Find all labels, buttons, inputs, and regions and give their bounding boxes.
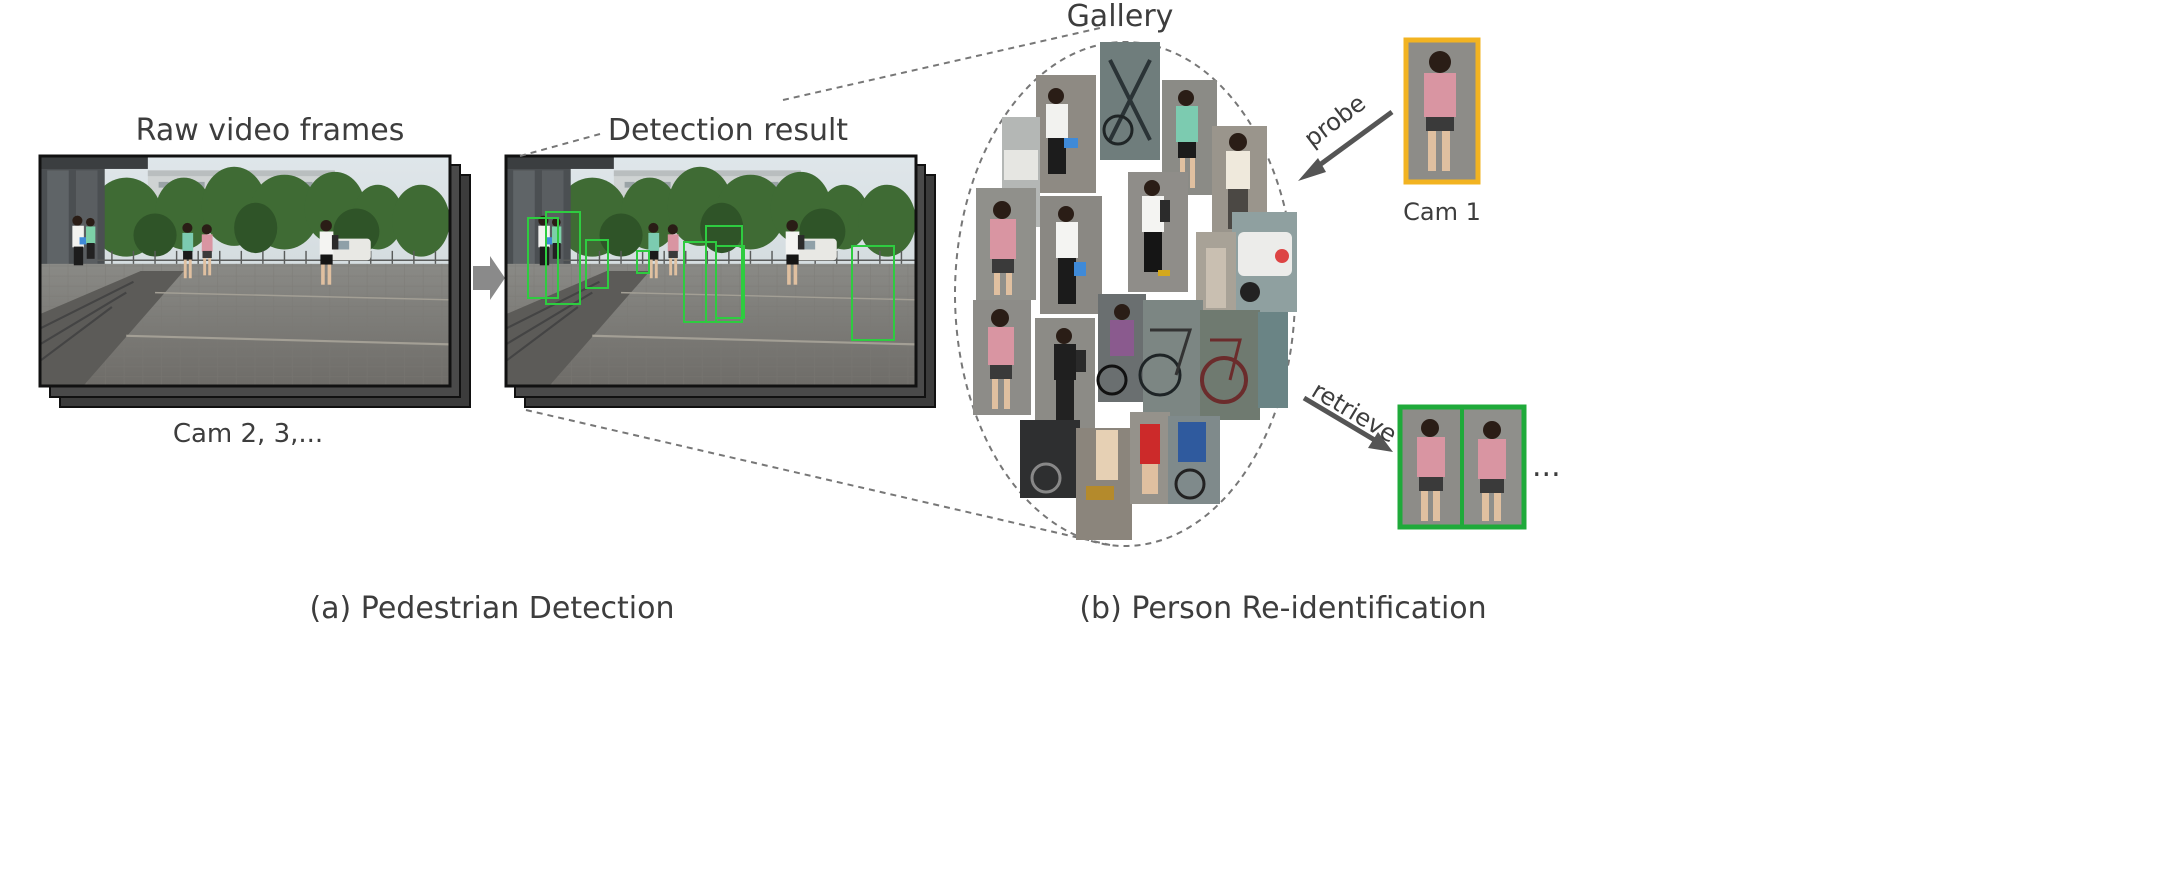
- gallery-thumbnail: [973, 300, 1031, 415]
- retrieved-image: [1400, 407, 1462, 527]
- gallery-thumbnail: [1096, 294, 1146, 402]
- detection-frame-front: [504, 154, 918, 388]
- caption-b: (b) Person Re-identification: [1079, 591, 1486, 626]
- diagonal-arrow-icon: [1302, 395, 1393, 452]
- ellipsis-label: ...: [1532, 449, 1561, 484]
- caption-a: (a) Pedestrian Detection: [309, 591, 674, 626]
- gallery-thumbnails: [973, 42, 1297, 540]
- gallery-thumbnail: [1035, 318, 1095, 436]
- detection-box: [527, 217, 559, 299]
- right-arrow-icon: [473, 256, 505, 300]
- gallery-thumbnail: [1258, 312, 1288, 408]
- detection-result-label: Detection result: [608, 113, 848, 148]
- gallery-thumbnail: [1168, 416, 1220, 504]
- gallery-thumbnail: [1196, 232, 1236, 322]
- zoom-line: [519, 133, 601, 157]
- gallery-label: Gallery: [1067, 0, 1174, 34]
- probe-image: [1403, 37, 1481, 185]
- detection-box: [636, 250, 650, 274]
- gallery-thumbnail: [976, 188, 1036, 300]
- retrieved-results: [1397, 404, 1527, 530]
- zoom-line: [525, 409, 1111, 546]
- raw-frames-label: Raw video frames: [136, 113, 405, 148]
- cams-label: Cam 2, 3,...: [173, 419, 323, 449]
- gallery-thumbnail: [1100, 42, 1160, 160]
- detection-box: [585, 239, 609, 289]
- gallery-thumbnail: [1040, 196, 1102, 314]
- raw-frame-front: [38, 154, 452, 388]
- retrieve-label: retrieve: [1307, 376, 1402, 448]
- detection-box: [705, 225, 743, 323]
- gallery-thumbnail: [1036, 75, 1096, 193]
- gallery-thumbnail: [1138, 300, 1203, 420]
- cam1-label: Cam 1: [1403, 198, 1481, 226]
- zoom-lines: [519, 27, 1111, 546]
- gallery-thumbnail: [1130, 412, 1170, 504]
- detection-box: [851, 245, 895, 341]
- gallery-thumbnail: [1076, 428, 1132, 540]
- diagonal-arrow-icon: [1298, 109, 1394, 181]
- retrieved-image: [1462, 407, 1522, 527]
- detection-boxes: [527, 211, 895, 341]
- gallery-thumbnail: [1200, 310, 1260, 420]
- detection-box: [545, 211, 581, 305]
- gallery-thumbnail: [1020, 420, 1080, 498]
- raw-frames-stack: [38, 154, 471, 408]
- detection-frames-stack: [504, 154, 936, 408]
- probe-label: probe: [1299, 89, 1371, 153]
- gallery-thumbnail: [1128, 172, 1188, 292]
- detection-box: [715, 245, 745, 319]
- gallery-thumbnail: [1232, 212, 1297, 312]
- gallery-thumbnail: [1162, 80, 1217, 195]
